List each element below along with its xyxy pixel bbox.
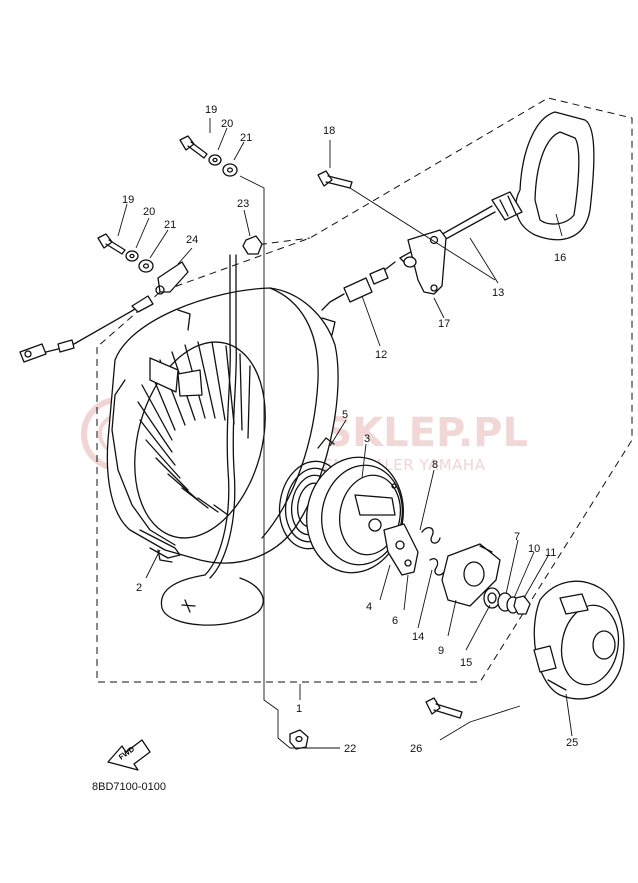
callout-4: 4 [366, 601, 372, 613]
callout-3: 3 [364, 433, 370, 445]
spring-14 [429, 558, 445, 576]
callout-22: 22 [344, 743, 356, 755]
bolt-19-upper [179, 135, 208, 159]
callout-20-lower: 20 [143, 206, 155, 218]
callout-17: 17 [438, 318, 450, 330]
starter-handle [491, 111, 595, 241]
callout-21-upper: 21 [240, 132, 252, 144]
nut-23 [242, 235, 263, 255]
callout-7: 7 [514, 531, 520, 543]
starter-pulley [533, 580, 625, 700]
callout-21-lower: 21 [164, 219, 176, 231]
callout-15: 15 [460, 657, 472, 669]
callout-1: 1 [296, 703, 302, 715]
callout-5: 5 [342, 409, 348, 421]
assembly-boundary [96, 97, 633, 683]
callout-23: 23 [237, 198, 249, 210]
nut-22 [289, 729, 309, 750]
callout-6: 6 [392, 615, 398, 627]
washer-21-lower [138, 259, 154, 273]
callout-24: 24 [186, 234, 198, 246]
callout-9: 9 [438, 645, 444, 657]
spring-15 [483, 587, 501, 609]
callout-14: 14 [412, 631, 424, 643]
friction-plate [441, 543, 501, 607]
nut-11 [513, 595, 531, 615]
washer-20-lower [125, 250, 139, 262]
bolt-18 [317, 170, 353, 189]
callout-2: 2 [136, 582, 142, 594]
fwd-arrow: FWD [107, 739, 151, 771]
diagram-code: 8BD7100-0100 [92, 781, 166, 793]
callout-10: 10 [528, 543, 540, 555]
cable-12 [321, 261, 396, 311]
bolt-26 [425, 697, 463, 719]
callout-25: 25 [566, 737, 578, 749]
callout-20-upper: 20 [221, 118, 233, 130]
callout-12: 12 [375, 349, 387, 361]
callout-13: 13 [492, 287, 504, 299]
bolt-19-lower [97, 233, 126, 255]
washer-21-upper [222, 163, 238, 177]
callout-19-lower: 19 [122, 194, 134, 206]
pawl-spring [421, 527, 441, 544]
callout-labels: 19 20 21 19 20 21 24 23 18 16 13 17 12 5… [122, 104, 578, 755]
starter-case [106, 287, 339, 564]
callout-18: 18 [323, 125, 335, 137]
callout-19-upper: 19 [205, 104, 217, 116]
drive-pawl [383, 523, 419, 576]
leader-lines [117, 118, 573, 749]
rope-guide-bracket [403, 229, 447, 295]
rope-reel [306, 456, 404, 574]
washer-20-upper [208, 154, 222, 166]
callout-11: 11 [545, 547, 556, 559]
bracket-24 [155, 261, 189, 295]
stop-switch-cable [160, 254, 264, 626]
lanyard-clip [19, 295, 154, 363]
callout-8: 8 [432, 459, 438, 471]
callout-16: 16 [554, 252, 566, 264]
callout-26: 26 [410, 743, 422, 755]
